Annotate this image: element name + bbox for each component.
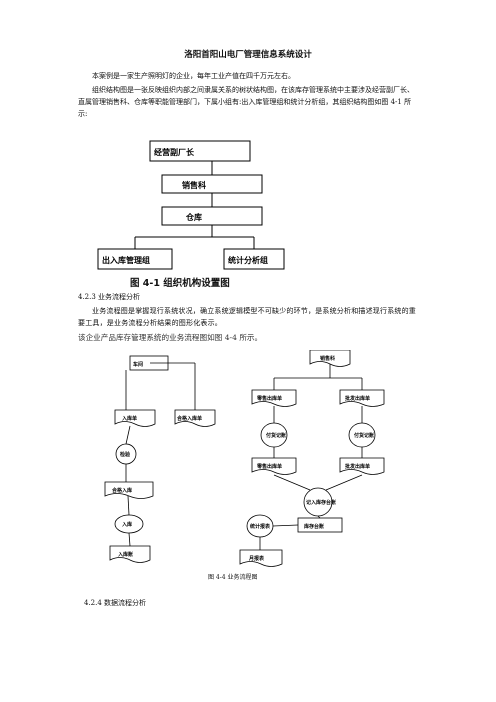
flow-label-inbound-ledger: 入库账 bbox=[118, 551, 133, 558]
flow-label-inspect: 检验 bbox=[120, 451, 130, 458]
document-title: 洛阳首阳山电厂管理信息系统设计 bbox=[184, 50, 312, 60]
paragraph-org: 组织结构图是一张反映组织内部之间隶属关系的树状结构图，在该库存管理系统中主要涉及… bbox=[78, 86, 414, 118]
section-heading-4-2-4: 4.2.4 数据流程分析 bbox=[84, 599, 147, 607]
org-node-vice-director bbox=[149, 140, 251, 162]
org-node-sales bbox=[161, 174, 263, 194]
org-label-warehouse: 仓库 bbox=[185, 212, 202, 222]
flow-node-inbound-ledger bbox=[109, 545, 151, 563]
flow-label-monthly-report: 月报表 bbox=[248, 555, 265, 562]
flow-node-inbound-slip bbox=[114, 409, 156, 427]
org-label-stat-group: 统计分析组 bbox=[228, 255, 268, 265]
flow-label-ship-record-2: 付货记账 bbox=[354, 432, 374, 439]
flow-chart: 车间 入库单 合格入库单 检验 合格入库 入库 入库账 销售科 零售出库单 批发… bbox=[104, 350, 385, 567]
flow-label-wholesale-out-slip: 批发出库单 bbox=[345, 395, 370, 402]
flow-label-wholesale-out: 批发出库单 bbox=[345, 463, 370, 470]
section-heading-4-2-3: 4.2.3 业务流程分析 bbox=[78, 293, 141, 301]
org-chart: 经营副厂长 销售科 仓库 出入库管理组 统计分析组 bbox=[97, 140, 285, 270]
flow-node-monthly-report bbox=[239, 549, 283, 567]
paragraph-intro: 本案例是一家生产照明灯的企业，每年工业产值在四千万元左右。 bbox=[92, 72, 295, 80]
flow-label-inbound-slip: 入库单 bbox=[122, 415, 137, 422]
paragraph-flow-ref: 该企业产品库存管理系统的业务流程图如图 4-4 所示。 bbox=[78, 333, 263, 342]
flow-label-retail-out-slip: 零售出库单 bbox=[257, 395, 282, 402]
flow-label-inventory-ledger: 库存台账 bbox=[304, 523, 324, 530]
flow-label-qualified-in: 合格入库 bbox=[111, 487, 132, 494]
org-label-io-group: 出入库管理组 bbox=[102, 255, 150, 265]
flow-label-post-inventory: 记入库存台账 bbox=[306, 499, 336, 506]
flow-node-qualified-slip bbox=[174, 409, 216, 427]
flow-label-retail-out: 零售出库单 bbox=[257, 463, 282, 470]
figure-caption-4-4: 图 4-4 业务流程图 bbox=[208, 574, 258, 581]
flow-label-workshop: 车间 bbox=[133, 361, 143, 368]
flow-label-sales-dept: 销售科 bbox=[320, 355, 335, 362]
flow-node-retail-out-slip bbox=[251, 389, 297, 407]
figure-caption-4-1: 图 4-1 组织机构设置图 bbox=[130, 278, 230, 289]
flow-label-stat-report: 统计报表 bbox=[250, 523, 271, 530]
flow-label-instock: 入库 bbox=[122, 521, 132, 528]
flow-node-qualified-in bbox=[104, 481, 154, 499]
flow-node-retail-out bbox=[251, 457, 297, 475]
flow-node-wholesale-out bbox=[339, 457, 385, 475]
org-label-vice-director: 经营副厂长 bbox=[154, 147, 195, 157]
flow-label-ship-record-1: 付货记账 bbox=[266, 432, 286, 439]
paragraph-flow: 业务流程图是掌握现行系统状况，确立系统逻辑模型不可缺少的环节，是系统分析和描述现… bbox=[78, 307, 416, 327]
flow-label-qualified-slip: 合格入库单 bbox=[176, 415, 202, 422]
org-label-sales: 销售科 bbox=[182, 180, 206, 190]
org-node-warehouse bbox=[161, 206, 263, 226]
flow-node-wholesale-out-slip bbox=[339, 389, 385, 407]
